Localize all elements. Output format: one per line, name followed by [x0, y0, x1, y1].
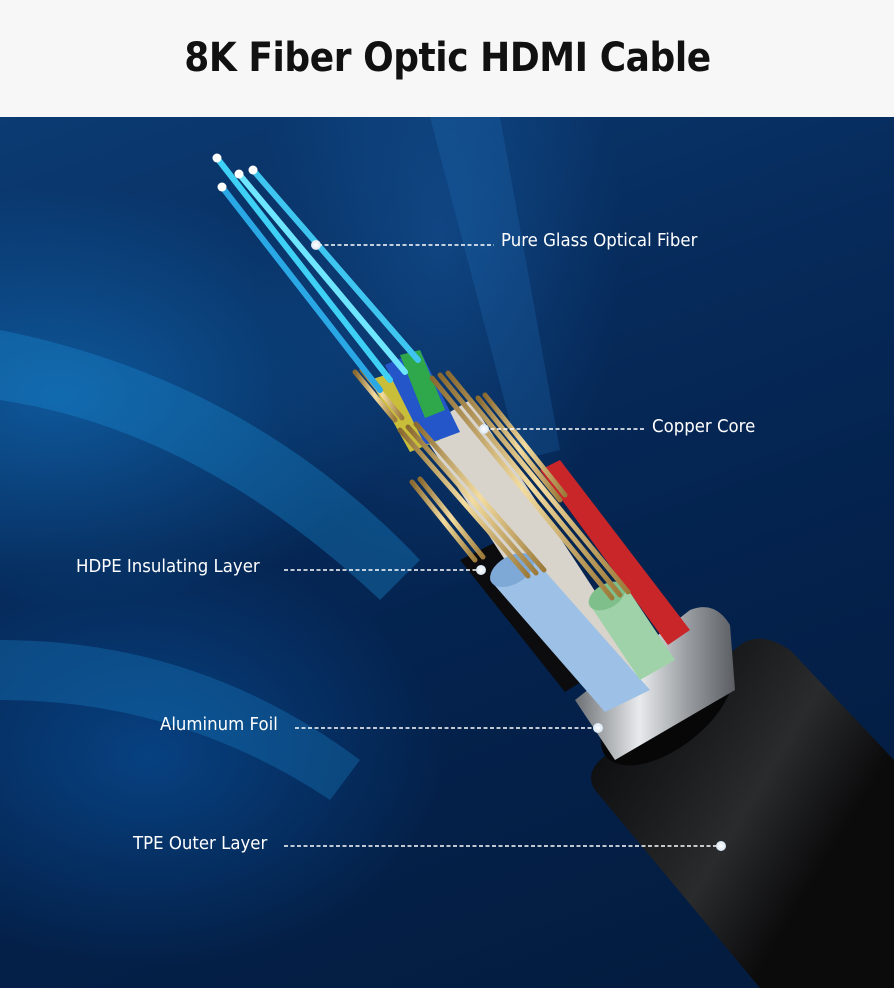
dot-foil-icon [593, 723, 603, 733]
callout-copper-label: Copper Core [652, 416, 756, 437]
callout-anchor-dots [311, 240, 726, 851]
cable-illustration: Pure Glass Optical Fiber Copper Core HDP… [0, 117, 894, 988]
cable-cross-section-graphic [0, 117, 894, 988]
callout-leader-lines [284, 244, 720, 847]
dot-copper-icon [479, 424, 489, 434]
callout-tpe-label: TPE Outer Layer [133, 833, 268, 854]
header-banner: 8K Fiber Optic HDMI Cable [0, 0, 894, 117]
dot-fiber-icon [311, 240, 321, 250]
dot-hdpe-icon [476, 565, 486, 575]
callout-foil-label: Aluminum Foil [160, 714, 278, 735]
dot-tpe-icon [716, 841, 726, 851]
optical-fibers [212, 153, 421, 393]
copper-strands [352, 367, 631, 601]
page-title: 8K Fiber Optic HDMI Cable [183, 34, 711, 81]
aluminum-foil [575, 607, 735, 760]
callout-hdpe-label: HDPE Insulating Layer [76, 556, 260, 577]
background-light-streaks [0, 117, 560, 800]
callout-fiber-label: Pure Glass Optical Fiber [501, 230, 698, 251]
